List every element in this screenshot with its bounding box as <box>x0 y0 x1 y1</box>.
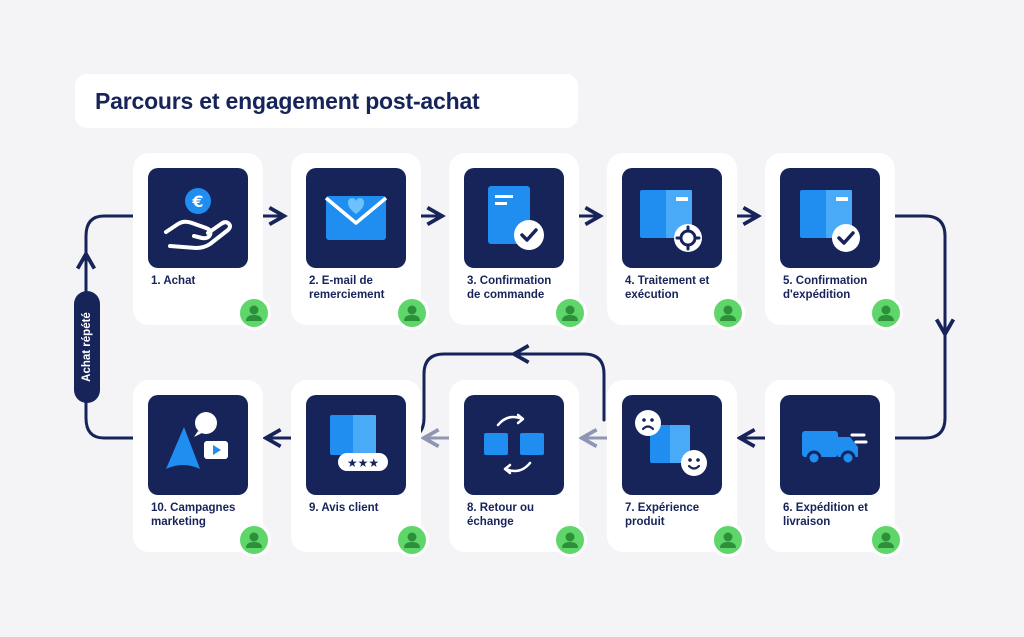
customer-avatar-icon <box>711 523 745 557</box>
svg-text:★★★: ★★★ <box>347 456 379 470</box>
page-title: Parcours et engagement post-achat <box>95 87 480 114</box>
step-label-5: 5. Confirmation d'expédition <box>783 275 868 301</box>
step-label-7: 7. Expérience produit <box>625 502 700 528</box>
hand-euro-icon: € <box>148 168 248 268</box>
step-card-4: 4. Traitement et exécution <box>607 153 745 330</box>
step-card-5: 5. Confirmation d'expédition <box>765 153 903 330</box>
exchange-boxes-icon <box>464 395 564 495</box>
customer-avatar-icon <box>395 523 429 557</box>
step-label-3: 3. Confirmation de commande <box>467 275 552 301</box>
step-label-6: 6. Expédition et livraison <box>783 502 868 528</box>
step-card-10: 10. Campagnes marketing <box>133 380 271 557</box>
step-card-1: € 1. Achat <box>133 153 271 330</box>
box-stars-icon: ★★★ <box>306 395 406 495</box>
step-label-9: 9. Avis client <box>309 502 379 514</box>
customer-avatar-icon <box>711 296 745 330</box>
customer-avatar-icon <box>869 296 903 330</box>
megaphone-icon <box>148 395 248 495</box>
step-label-4: 4. Traitement et exécution <box>625 275 710 301</box>
step-card-9: ★★★ 9. Avis client <box>291 380 429 557</box>
repeat-purchase-label: Achat répété <box>81 312 94 382</box>
delivery-truck-icon <box>780 395 880 495</box>
step-label-10: 10. Campagnes marketing <box>151 502 236 528</box>
step-card-7: 7. Expérience produit <box>607 380 745 557</box>
customer-avatar-icon <box>237 296 271 330</box>
customer-avatar-icon <box>553 296 587 330</box>
svg-text:€: € <box>191 192 203 211</box>
envelope-heart-icon <box>306 168 406 268</box>
step-label-1: 1. Achat <box>151 275 196 287</box>
customer-avatar-icon <box>395 296 429 330</box>
repeat-purchase-badge: Achat répété <box>74 291 100 403</box>
box-gear-icon <box>622 168 722 268</box>
customer-avatar-icon <box>553 523 587 557</box>
document-check-icon <box>464 168 564 268</box>
step-card-3: 3. Confirmation de commande <box>449 153 587 330</box>
step-card-8: 8. Retour ou échange <box>449 380 587 557</box>
box-check-icon <box>780 168 880 268</box>
step-card-2: 2. E-mail de remerciement <box>291 153 429 330</box>
step-label-8: 8. Retour ou échange <box>467 502 535 528</box>
title-box: Parcours et engagement post-achat <box>75 74 578 128</box>
customer-avatar-icon <box>869 523 903 557</box>
customer-avatar-icon <box>237 523 271 557</box>
box-faces-icon <box>622 395 722 495</box>
step-card-6: 6. Expédition et livraison <box>765 380 903 557</box>
step-label-2: 2. E-mail de remerciement <box>309 275 385 301</box>
